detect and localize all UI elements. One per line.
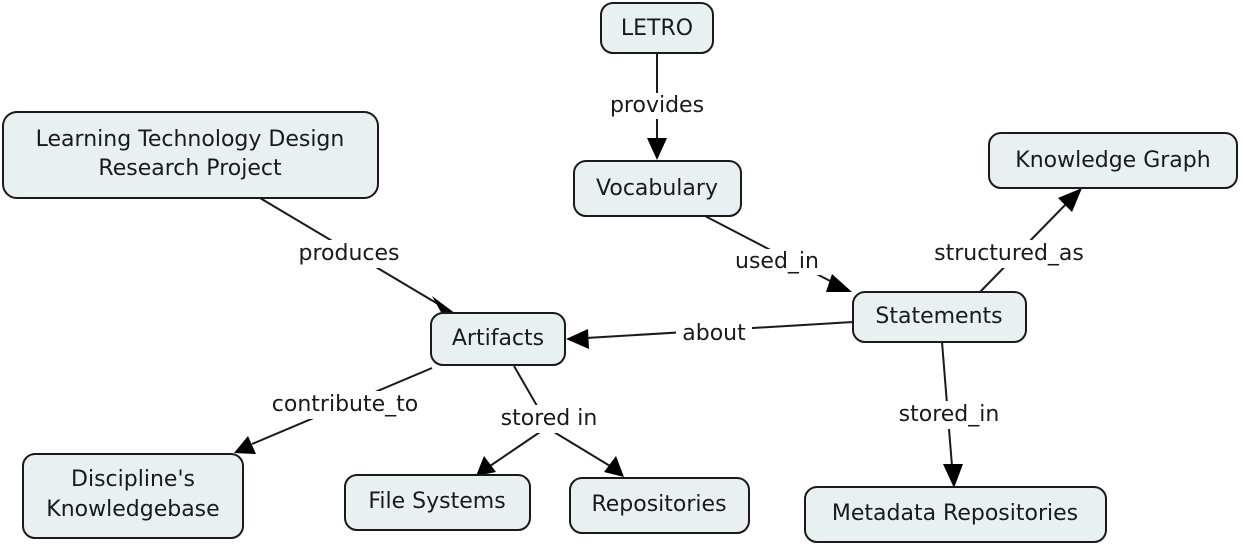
arrow-to-statements [826,274,852,292]
arrow-to-vocabulary [647,138,667,160]
arrow-to-metadata-repositories [943,464,963,488]
arrow-to-repositories [604,456,624,477]
node-vocabulary[interactable]: Vocabulary [573,160,742,217]
node-statements[interactable]: Statements [852,291,1027,343]
link-label-used-in: used_in [735,249,819,274]
node-label-metadata-repositories: Metadata Repositories [832,501,1078,526]
node-label-discipline-line1: Discipline's [71,467,195,492]
node-label-letro: LETRO [621,16,693,41]
edge-stored-file-systems [489,431,541,467]
arrow-to-knowledge-graph [1058,188,1082,212]
nodes: LETRO Vocabulary Learning Technology Des… [2,2,1238,543]
node-knowledge-graph[interactable]: Knowledge Graph [988,132,1238,189]
link-label-contribute-to: contribute_to [272,392,418,417]
link-label-stored-in-statements: stored_in [899,402,1000,427]
edge-stored-repositories [553,431,611,467]
link-label-provides: provides [610,93,704,118]
node-artifacts[interactable]: Artifacts [430,312,566,366]
node-repositories[interactable]: Repositories [569,477,750,534]
node-label-discipline-line2: Knowledgebase [46,497,219,522]
node-file-systems[interactable]: File Systems [344,474,531,531]
node-label-file-systems: File Systems [368,489,505,514]
arrow-to-discipline [234,436,256,454]
link-labels: provides used_in structured_as produces … [260,93,1096,433]
node-letro[interactable]: LETRO [600,2,714,54]
node-metadata-repositories[interactable]: Metadata Repositories [804,486,1107,543]
node-label-artifacts: Artifacts [452,326,544,351]
link-label-stored-in-artifacts: stored in [501,406,598,431]
link-label-produces: produces [299,241,400,266]
node-label-repositories: Repositories [591,492,726,517]
node-discipline-knowledgebase[interactable]: Discipline's Knowledgebase [22,453,244,539]
link-label-about: about [682,321,746,346]
arrow-to-artifacts-from-statements [566,329,589,349]
node-label-project-line2: Research Project [98,156,282,181]
arrow-to-artifacts-from-project [432,296,456,314]
node-research-project[interactable]: Learning Technology Design Research Proj… [2,111,379,199]
arrow-to-file-systems [476,456,496,476]
node-label-vocabulary: Vocabulary [596,176,718,201]
node-label-statements: Statements [875,304,1002,329]
node-label-knowledge-graph: Knowledge Graph [1015,148,1210,173]
node-label-project-line1: Learning Technology Design [36,127,345,152]
link-label-structured-as: structured_as [934,241,1084,266]
